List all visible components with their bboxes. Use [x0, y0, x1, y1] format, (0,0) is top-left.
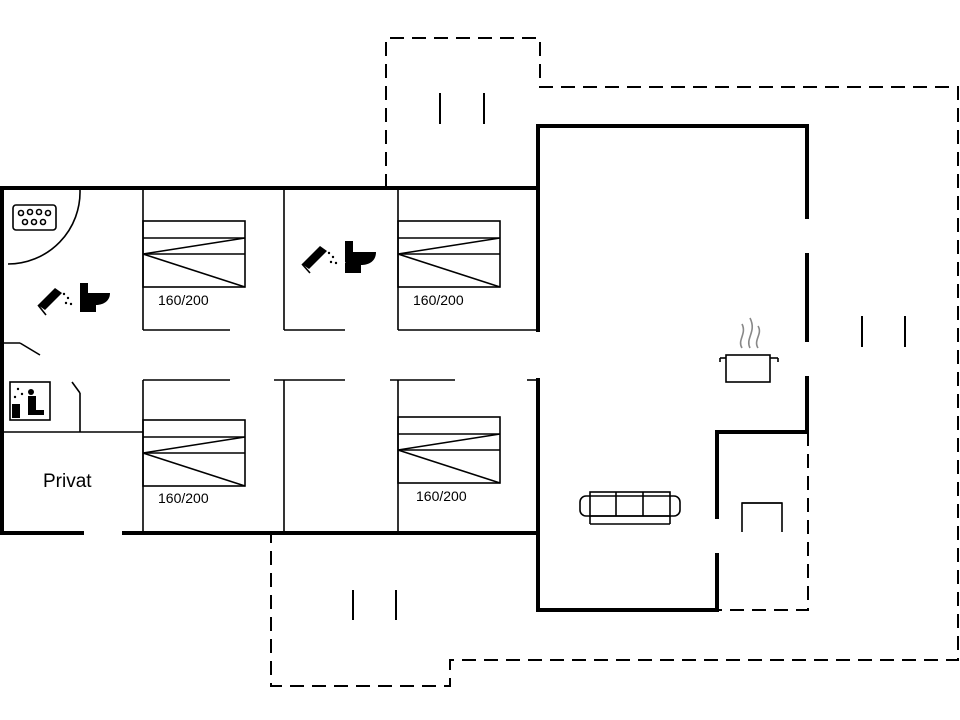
bed-top-right: [397, 220, 501, 288]
bed-size-bottom-right: 160/200: [416, 488, 467, 504]
bed-size-top-right: 160/200: [413, 292, 464, 308]
interior-walls: [2, 188, 538, 533]
exterior-walls: [0, 124, 809, 612]
bed-bottom-right: [397, 416, 501, 484]
shower-icon: [301, 246, 338, 274]
bed-size-top-left: 160/200: [158, 292, 209, 308]
terrace-top-outline: [270, 37, 959, 687]
spa-bath-icon: [12, 204, 57, 231]
toilet-icon: [345, 241, 376, 273]
bed-bottom-left: [142, 419, 246, 487]
utility-room-outline: [718, 432, 809, 611]
terrace-outlines: [270, 37, 959, 687]
toilet-icon: [80, 283, 110, 312]
cooking-pot-icon: [719, 317, 779, 383]
shower-icon: [37, 288, 73, 316]
bed-size-bottom-left: 160/200: [158, 490, 209, 506]
sauna-icon: [9, 381, 51, 421]
sofa-icon: [579, 491, 681, 525]
bed-top-left: [142, 220, 246, 288]
fireplace-icon: [741, 502, 783, 532]
private-room-label: Privat: [43, 471, 92, 492]
terrace-marks: [352, 93, 906, 620]
